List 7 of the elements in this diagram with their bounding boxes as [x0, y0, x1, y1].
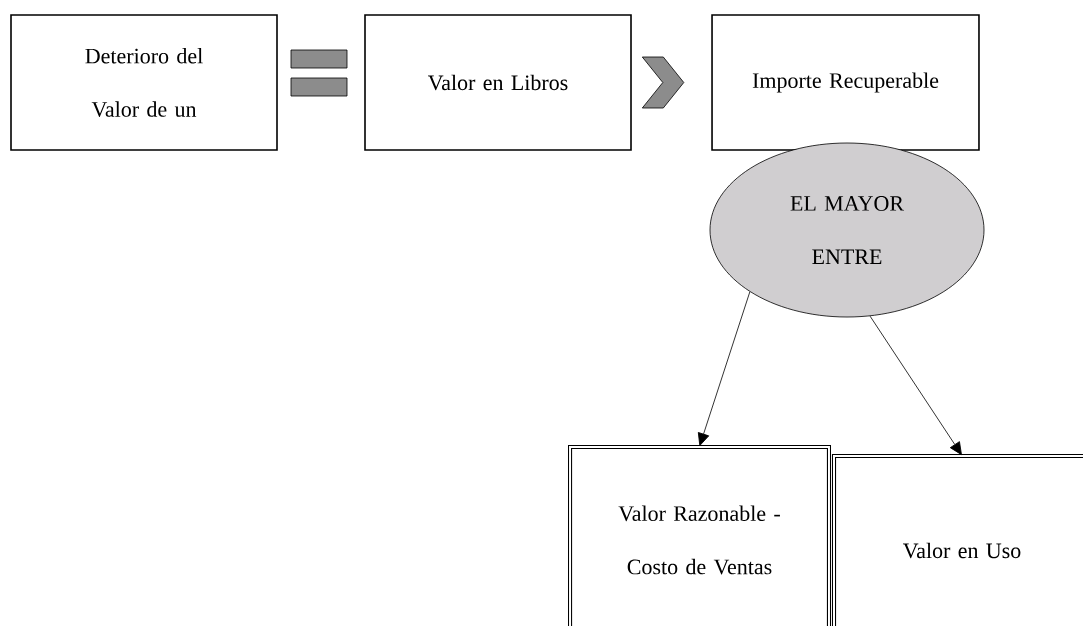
- text-box: Valor Razonable - Costo de Ventas: [567, 444, 832, 626]
- arrow: [869, 315, 962, 456]
- text-box: Deterioro del Valor de un: [10, 14, 278, 151]
- arrow: [697, 291, 751, 446]
- text-box: Valor en Libros: [364, 14, 632, 151]
- chevron-arrow: [641, 56, 685, 109]
- text-box: Valor en Uso: [831, 453, 1083, 626]
